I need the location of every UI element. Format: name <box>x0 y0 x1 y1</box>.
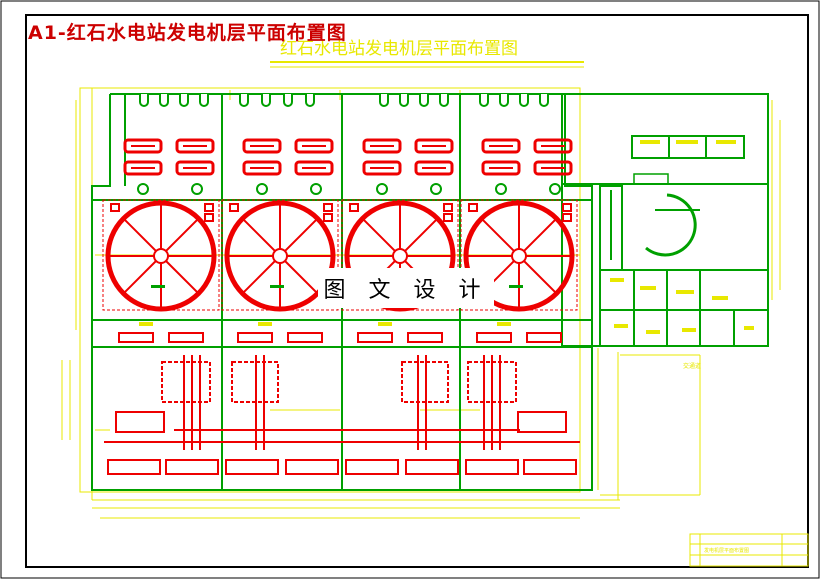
drawing-subtitle: 红石水电站发电机层平面布置图 <box>280 39 518 59</box>
air-cooler <box>533 160 573 176</box>
rotor-hub <box>272 248 288 264</box>
crane-notches <box>139 94 549 107</box>
air-cooler <box>242 160 282 176</box>
rotor-spoke <box>480 217 520 257</box>
unit-pit-outline <box>341 199 459 311</box>
air-cooler <box>175 138 215 154</box>
generator-units <box>102 138 578 343</box>
aux-box <box>204 203 214 212</box>
aux-box <box>229 203 239 212</box>
aux-box <box>204 213 214 222</box>
air-cooler <box>294 160 334 176</box>
unit-marker <box>151 285 165 288</box>
aux-box <box>562 213 572 222</box>
watermark-text: 图 文 设 计 <box>318 268 494 308</box>
aux-box <box>349 203 359 212</box>
air-cooler <box>242 138 282 154</box>
rotor-spoke <box>241 217 281 257</box>
pipe-opening <box>430 183 442 195</box>
air-cooler <box>481 138 521 154</box>
air-cooler <box>414 160 454 176</box>
aux-box <box>562 203 572 212</box>
rotor-spoke <box>279 255 319 295</box>
unit-marker <box>270 285 284 288</box>
rotor-spoke <box>241 255 281 295</box>
aux-box <box>323 203 333 212</box>
control-panel <box>407 332 443 343</box>
unit-pit-outline <box>460 199 578 311</box>
air-cooler <box>362 160 402 176</box>
air-cooler <box>123 138 163 154</box>
pipe-opening <box>549 183 561 195</box>
control-panel <box>526 332 562 343</box>
rotor-hub <box>153 248 169 264</box>
pipe-opening <box>137 183 149 195</box>
title-block-name: 发电机层平面布置图 <box>704 547 749 554</box>
aux-box <box>443 203 453 212</box>
control-panel <box>237 332 273 343</box>
air-cooler <box>533 138 573 154</box>
rotor-hub <box>392 248 408 264</box>
air-cooler <box>362 138 402 154</box>
rotor-spoke <box>518 255 558 295</box>
air-cooler <box>414 138 454 154</box>
aux-box <box>443 213 453 222</box>
rotor-spoke <box>122 217 162 257</box>
rotor-spoke <box>399 217 439 257</box>
unit-pit-outline <box>221 199 339 311</box>
pipe-opening <box>191 183 203 195</box>
drawing-main-title: A1-红石水电站发电机层平面布置图 <box>28 22 347 44</box>
unit-marker <box>509 285 523 288</box>
pipe-opening <box>256 183 268 195</box>
panel-tag <box>497 322 511 326</box>
control-panel <box>357 332 393 343</box>
dimension-lines <box>61 87 781 519</box>
rotor-spoke <box>279 217 319 257</box>
air-cooler <box>175 160 215 176</box>
panel-tag <box>378 322 392 326</box>
panel-tag <box>258 322 272 326</box>
rotor-spoke <box>518 217 558 257</box>
drawing-border-inner <box>25 14 809 568</box>
rotor-spoke <box>361 217 401 257</box>
aux-box <box>468 203 478 212</box>
aux-box <box>110 203 120 212</box>
air-cooler <box>123 160 163 176</box>
air-cooler <box>294 138 334 154</box>
side-note: 交通道 <box>683 362 701 370</box>
rotor-spoke <box>160 217 200 257</box>
lower-equipment <box>104 355 580 475</box>
pipe-opening <box>495 183 507 195</box>
pipe-opening <box>310 183 322 195</box>
control-panel <box>476 332 512 343</box>
title-block <box>689 533 809 567</box>
panel-tag <box>139 322 153 326</box>
rotor-hub <box>511 248 527 264</box>
aux-box <box>323 213 333 222</box>
control-panel <box>168 332 204 343</box>
air-cooler <box>481 160 521 176</box>
pipe-opening <box>376 183 388 195</box>
rotor-spoke <box>160 255 200 295</box>
unit-pit-outline <box>102 199 220 311</box>
auxiliary-equipment <box>610 140 754 334</box>
control-panel <box>118 332 154 343</box>
control-panel <box>287 332 323 343</box>
rotor-spoke <box>122 255 162 295</box>
